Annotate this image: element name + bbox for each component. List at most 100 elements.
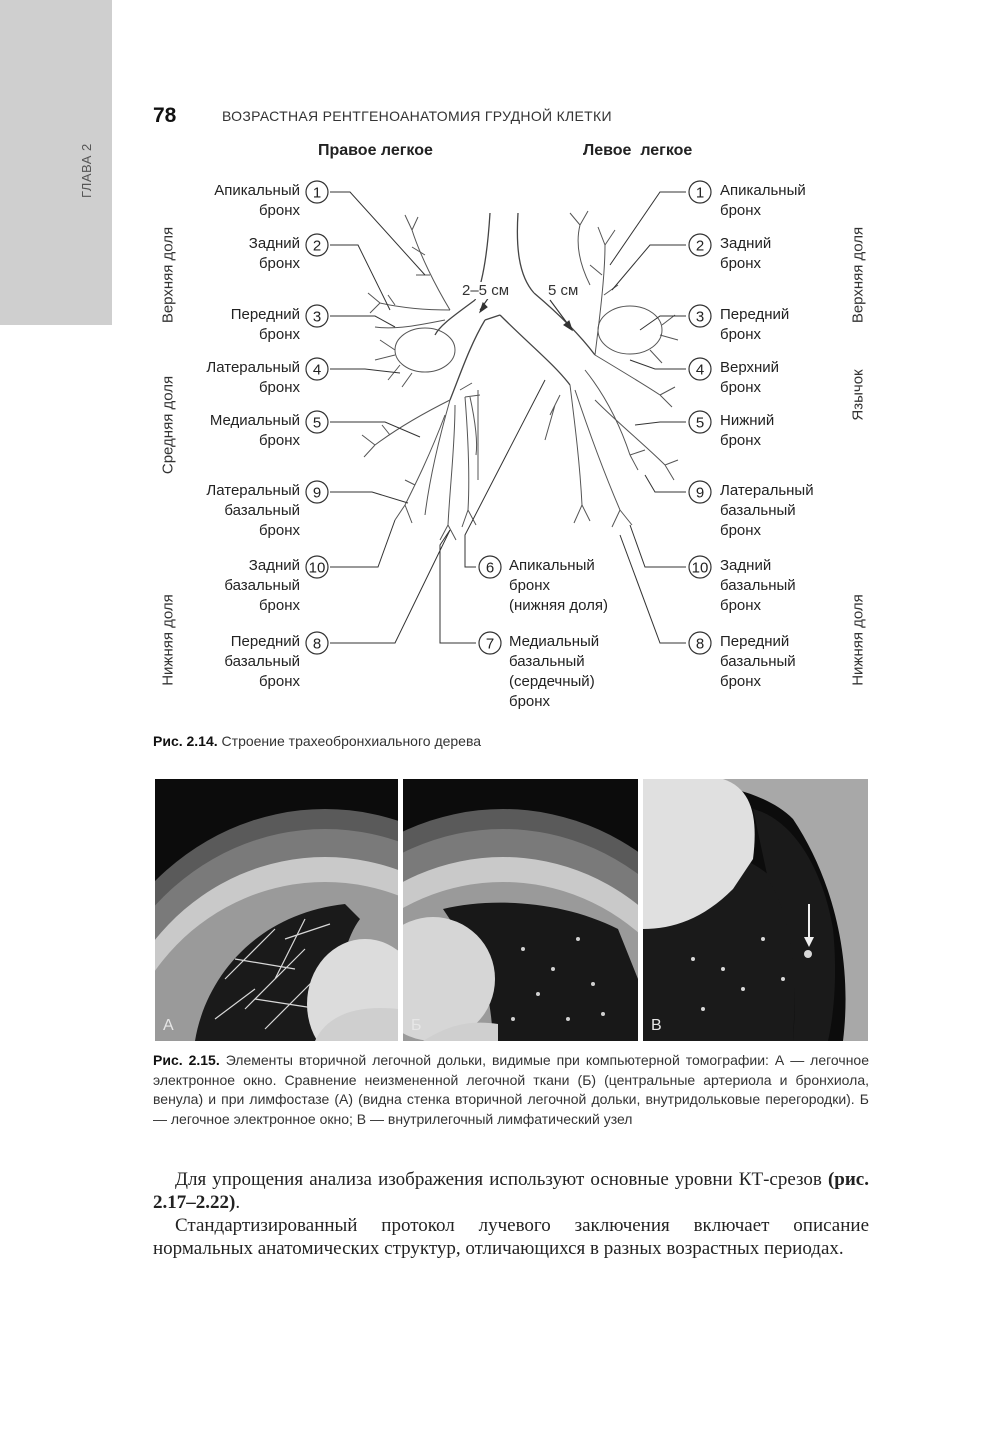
left-bronchus-3-label: Передний бронх	[720, 305, 789, 345]
ct-panel-b: Б	[403, 779, 638, 1041]
chapter-tab-label: ГЛАВА 2	[79, 143, 94, 198]
left-lobe-label-1: Средняя доля	[159, 375, 177, 475]
right-bronchus-9-label-line: Латеральный	[206, 482, 300, 499]
right-bronchus-5-number: 5	[313, 415, 321, 432]
right-bronchus-9-label-line: бронх	[258, 522, 300, 539]
left-bronchus-5-label-line: бронх	[720, 432, 762, 449]
right-bronchus-9-label: Латеральный базальный бронх	[206, 481, 300, 541]
right-bronchus-4-label-line: бронх	[258, 379, 300, 396]
ct-panel-v-letter: В	[651, 1017, 662, 1034]
figure-214-caption-text: Строение трахеобронхиального дерева	[217, 733, 482, 749]
right-lobe-label-0: Верхняя доля	[849, 226, 867, 324]
left-lung-title: Левое легкое	[583, 142, 693, 159]
left-bronchus-2-circle	[688, 233, 712, 257]
left-bronchus-3-label-line: бронх	[720, 326, 762, 343]
ct-image-b	[403, 779, 638, 1041]
left-bronchus-9-circle	[688, 480, 712, 504]
center-bronchus-7-label-line: (сердечный)	[509, 673, 595, 690]
left-bronchus-1-circle	[688, 180, 712, 204]
left-bronchus-5-label-line: Нижний	[720, 412, 775, 429]
right-bronchus-4-number: 4	[313, 362, 321, 379]
center-bronchus-6-label-line: Апикальный	[509, 557, 595, 574]
center-bronchus-6-label-line: бронх	[509, 577, 551, 594]
right-lobe-label-2: Нижняя доля	[849, 594, 867, 686]
ct-panel-v: В	[643, 779, 868, 1041]
left-bronchus-1-label-line: Апикальный	[720, 182, 806, 199]
right-bronchus-2-label-line: Задний	[248, 235, 300, 252]
right-bronchus-4-label-line: Латеральный	[206, 359, 300, 376]
trachea-and-bronchi	[434, 212, 596, 401]
right-bronchus-8-label-line: бронх	[258, 673, 300, 690]
left-bronchus-2-label-line: Задний	[720, 235, 772, 252]
figure-215-caption-text: Элементы вторичной легочной дольки, види…	[153, 1052, 869, 1127]
right-bronchus-1-label-line: Апикальный	[214, 182, 300, 199]
body-paragraph-1-text: Для упрощения анализа изображения исполь…	[175, 1169, 828, 1190]
figure-215-caption: Рис. 2.15. Элементы вторичной легочной д…	[153, 1051, 869, 1129]
left-bronchus-2-label: Задний бронх	[720, 234, 771, 274]
right-bronchus-5-circle	[305, 410, 329, 434]
right-bronchus-4-circle	[305, 357, 329, 381]
left-bronchus-9-number: 9	[696, 485, 704, 502]
right-bronchus-9-number: 9	[313, 485, 321, 502]
body-paragraph-1-tail: .	[235, 1191, 241, 1213]
center-bronchus-6-label: Апикальный бронх (нижняя доля)	[509, 556, 608, 616]
right-bronchus-1-label-line: бронх	[258, 202, 300, 219]
left-bronchus-2-label-line: бронх	[720, 255, 762, 272]
right-bronchus-8-number: 8	[313, 636, 321, 653]
center-bronchus-7-label-line: Медиальный	[509, 633, 600, 650]
left-bronchus-9-label-line: бронх	[720, 522, 762, 539]
center-bronchus-6-label-line: (нижняя доля)	[509, 597, 609, 614]
right-bronchus-3-circle	[305, 304, 329, 328]
left-bronchus-4-label-line: бронх	[720, 379, 762, 396]
ct-image-v	[643, 779, 868, 1041]
left-bronchus-4-label-line: Верхний	[720, 359, 780, 376]
right-bronchus-8-label-line: Передний	[230, 633, 300, 650]
left-bronchus-3-label-line: Передний	[720, 306, 790, 323]
right-bronchus-10-label-line: Задний	[248, 557, 300, 574]
figure-214-caption: Рис. 2.14. Строение трахеобронхиального …	[153, 733, 481, 749]
left-bronchus-8-number: 8	[696, 636, 704, 653]
left-lobe-label-0: Верхняя доля	[159, 226, 177, 324]
right-bronchus-3-label-line: Передний	[230, 306, 300, 323]
right-bronchus-9-label-line: базальный	[224, 502, 300, 519]
ct-panel-b-letter: Б	[411, 1017, 422, 1034]
left-bronchus-10-label-line: Задний	[720, 557, 772, 574]
figure-215-caption-label: Рис. 2.15.	[153, 1052, 220, 1068]
center-bronchus-7-label-line: базальный	[509, 653, 585, 670]
left-bronchus-4-number: 4	[696, 362, 704, 379]
right-bronchus-1-number: 1	[313, 185, 321, 202]
left-bronchus-9-label: Латеральный базальный бронх	[720, 481, 814, 541]
left-bronchus-9-label-line: Латеральный	[720, 482, 814, 499]
left-bronchus-10-label-line: базальный	[720, 577, 796, 594]
right-bronchus-1-circle	[305, 180, 329, 204]
right-bronchus-10-number: 10	[309, 560, 326, 577]
left-bronchus-4-label: Верхний бронх	[720, 358, 779, 398]
left-bronchus-1-label: Апикальный бронх	[720, 181, 806, 221]
right-bronchus-3-label-line: бронх	[258, 326, 300, 343]
measure-right-label: 2–5 см	[462, 282, 510, 299]
right-bronchus-10-circle	[305, 555, 329, 579]
body-paragraph-2: Стандартизированный протокол лучевого за…	[153, 1215, 869, 1260]
left-bronchus-1-label-line: бронх	[720, 202, 762, 219]
ct-image-a	[155, 779, 398, 1041]
right-bronchus-5-label-line: Медиальный	[209, 412, 300, 429]
left-bronchus-1-number: 1	[696, 185, 704, 202]
chapter-side-tab	[0, 0, 112, 325]
right-lung-title: Правое легкое	[318, 142, 433, 159]
right-bronchus-3-label: Передний бронх	[231, 305, 300, 345]
left-bronchus-8-label-line: базальный	[720, 653, 796, 670]
center-bronchus-6-circle	[478, 555, 502, 579]
page-number: 78	[153, 104, 177, 127]
right-bronchus-2-number: 2	[313, 238, 321, 255]
left-bronchus-8-label-line: бронх	[720, 673, 762, 690]
center-bronchus-7-number: 7	[486, 636, 494, 653]
center-bronchus-7-circle	[478, 631, 502, 655]
left-bronchus-9-label-line: базальный	[720, 502, 796, 519]
